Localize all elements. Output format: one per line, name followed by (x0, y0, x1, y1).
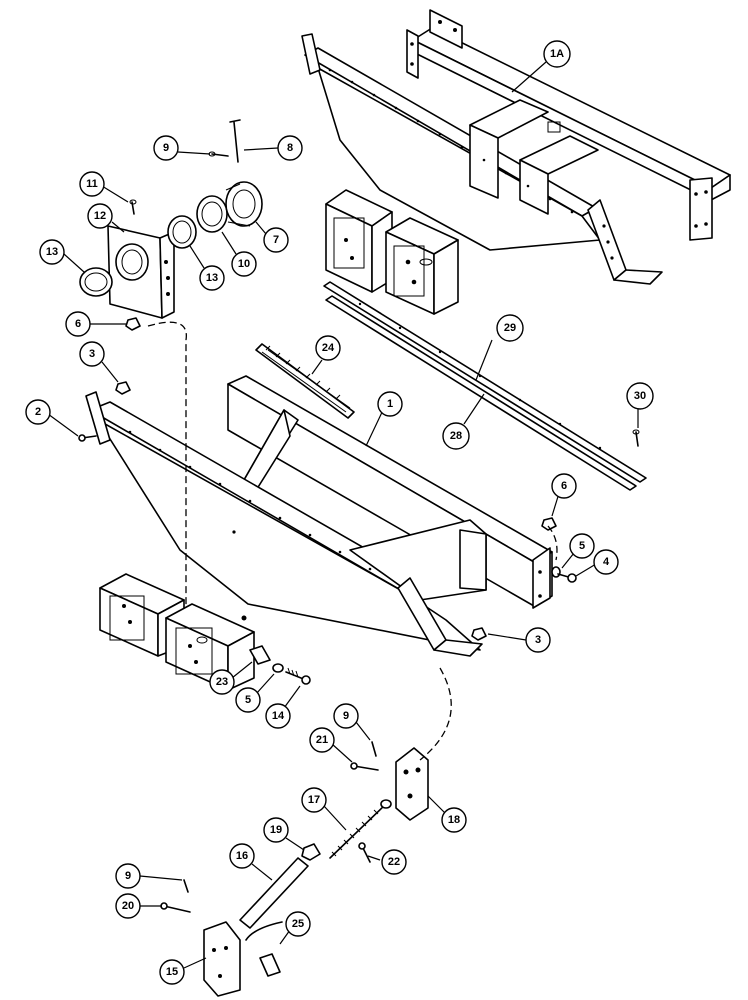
callout-6: 6 (65, 311, 91, 337)
callout-30: 30 (626, 382, 654, 410)
strip-28-29 (323, 281, 647, 491)
svg-text:15: 15 (166, 966, 178, 978)
callout-3: 3 (79, 341, 105, 367)
svg-text:17: 17 (308, 794, 320, 806)
callout-21: 21 (309, 727, 335, 753)
callout-3: 3 (525, 627, 551, 653)
svg-text:21: 21 (316, 734, 328, 746)
svg-text:6: 6 (75, 318, 81, 330)
callouts: 1A 9 8 11 12 7 13 13 10 6 3 24 29 1 2 30… (25, 40, 654, 985)
svg-text:18: 18 (448, 814, 460, 826)
mesh-strip-24 (255, 343, 355, 419)
svg-text:9: 9 (125, 870, 131, 882)
callout-9: 9 (153, 135, 179, 161)
svg-text:9: 9 (163, 142, 169, 154)
callout-5: 5 (569, 533, 595, 559)
callout-1a: 1A (543, 40, 571, 68)
svg-text:19: 19 (270, 824, 282, 836)
svg-text:16: 16 (236, 850, 248, 862)
svg-text:12: 12 (94, 210, 106, 222)
svg-text:24: 24 (322, 342, 335, 354)
svg-text:1A: 1A (550, 48, 564, 60)
svg-text:5: 5 (579, 540, 585, 552)
callout-9: 9 (115, 863, 141, 889)
svg-text:25: 25 (292, 918, 304, 930)
callout-20: 20 (115, 893, 141, 919)
svg-text:4: 4 (603, 556, 610, 568)
hitch-frame-1a (301, 9, 731, 315)
callout-16: 16 (229, 843, 255, 869)
svg-text:13: 13 (46, 246, 58, 258)
callout-22: 22 (381, 849, 407, 875)
callout-23: 23 (209, 669, 235, 695)
svg-text:2: 2 (35, 406, 41, 418)
svg-text:23: 23 (216, 676, 228, 688)
svg-text:7: 7 (273, 234, 279, 246)
callout-25: 25 (285, 911, 311, 937)
svg-text:29: 29 (504, 322, 516, 334)
hardware (78, 119, 640, 997)
callout-4: 4 (593, 549, 619, 575)
callout-13: 13 (39, 239, 65, 265)
callout-7: 7 (263, 227, 289, 253)
callout-9: 9 (333, 703, 359, 729)
svg-text:13: 13 (206, 272, 218, 284)
callout-12: 12 (87, 203, 113, 229)
svg-text:8: 8 (287, 142, 293, 154)
callout-28: 28 (442, 422, 470, 450)
svg-text:1: 1 (387, 398, 393, 410)
callout-8: 8 (277, 135, 303, 161)
callout-18: 18 (441, 807, 467, 833)
callout-19: 19 (263, 817, 289, 843)
svg-text:5: 5 (245, 694, 251, 706)
callout-2: 2 (25, 399, 51, 425)
assembly-lines (147, 321, 558, 761)
callout-6: 6 (551, 473, 577, 499)
callout-24: 24 (315, 335, 341, 361)
main-frame-1 (85, 375, 553, 691)
callout-11: 11 (79, 171, 105, 197)
callout-14: 14 (265, 703, 291, 729)
svg-text:3: 3 (535, 634, 541, 646)
svg-text:9: 9 (343, 710, 349, 722)
callout-1: 1 (377, 391, 403, 417)
svg-text:22: 22 (388, 856, 400, 868)
svg-text:11: 11 (86, 178, 98, 190)
svg-text:20: 20 (122, 900, 134, 912)
callout-13: 13 (199, 265, 225, 291)
svg-text:6: 6 (561, 480, 567, 492)
svg-text:10: 10 (238, 258, 250, 270)
svg-text:14: 14 (272, 710, 285, 722)
svg-text:28: 28 (450, 430, 462, 442)
callout-10: 10 (231, 251, 257, 277)
callout-17: 17 (301, 787, 327, 813)
svg-text:30: 30 (634, 390, 646, 402)
callout-29: 29 (496, 314, 524, 342)
callout-15: 15 (159, 959, 185, 985)
callout-5: 5 (235, 687, 261, 713)
svg-text:3: 3 (89, 348, 95, 360)
